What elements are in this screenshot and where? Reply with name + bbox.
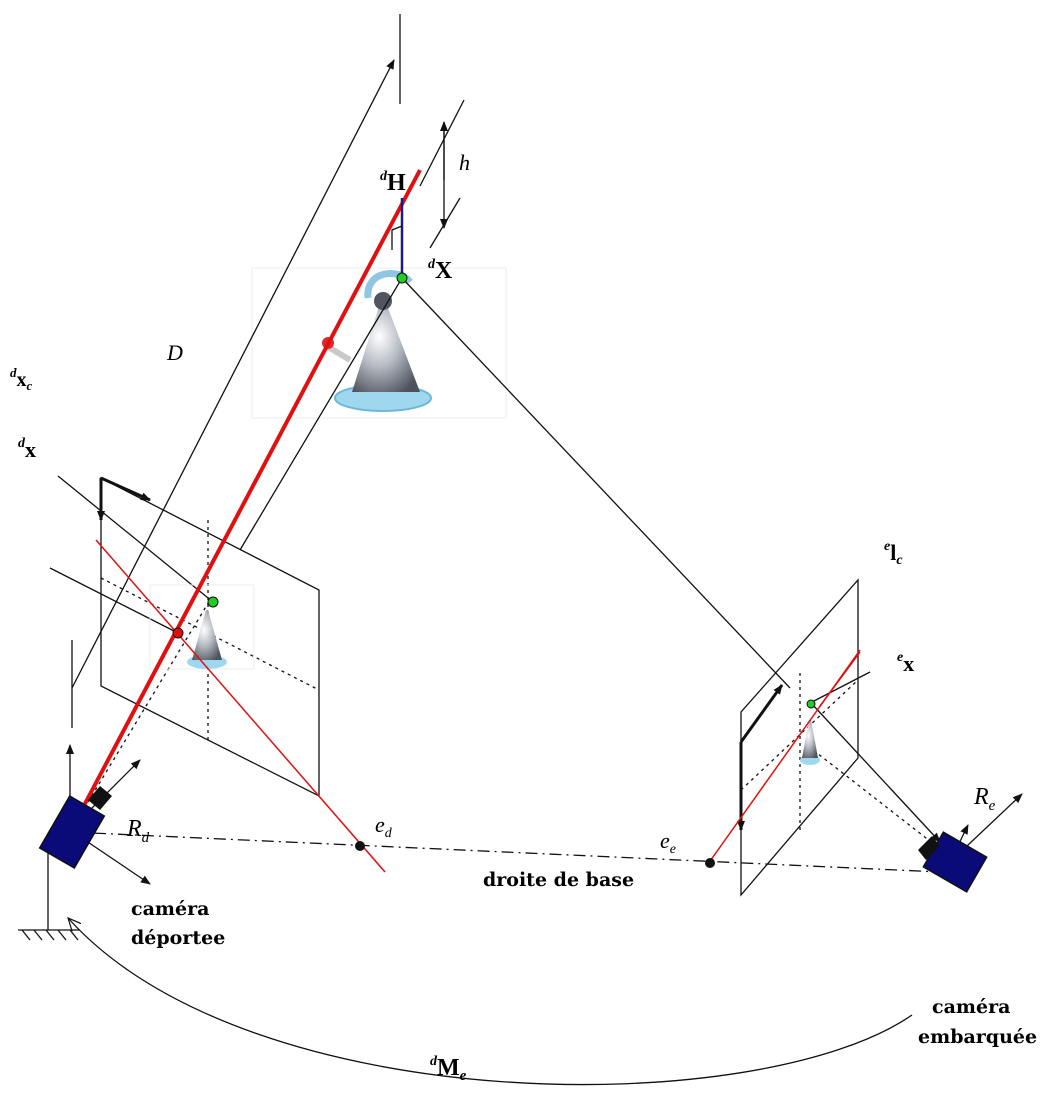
caption-baseline: droite de base (483, 869, 634, 891)
caption-camera-deportee-2: déportee (131, 927, 225, 949)
point-dxc (172, 627, 184, 639)
label-Rd: Rd (126, 816, 150, 846)
label-dxc: dxc (10, 365, 33, 393)
label-dMe: dMe (430, 1054, 467, 1084)
label-ex: ex (897, 650, 914, 676)
camera-embarquee (918, 831, 988, 893)
label-dH: dH (380, 169, 406, 196)
kettle-image-small-right (800, 720, 820, 765)
caption-camera-embarquee-2: embarquée (918, 1026, 1037, 1048)
label-elc: elc (884, 539, 903, 568)
camera-deportee (38, 786, 112, 870)
label-ee: ee (660, 828, 676, 857)
caption-camera-embarquee-1: caméra (932, 996, 1010, 1018)
label-dx: dx (18, 436, 36, 462)
kettle-image-large (251, 267, 507, 419)
label-Re: Re (973, 784, 996, 814)
label-h: h (459, 150, 470, 175)
point-dx (207, 596, 219, 608)
point-dX (396, 272, 408, 284)
point-ex (806, 699, 816, 709)
label-dX: dX (428, 257, 453, 284)
epipole-ed (355, 841, 365, 851)
epipole-ee (705, 858, 715, 868)
caption-camera-deportee-1: caméra (131, 898, 209, 920)
label-D: D (166, 340, 183, 365)
label-ed: ed (375, 812, 393, 841)
